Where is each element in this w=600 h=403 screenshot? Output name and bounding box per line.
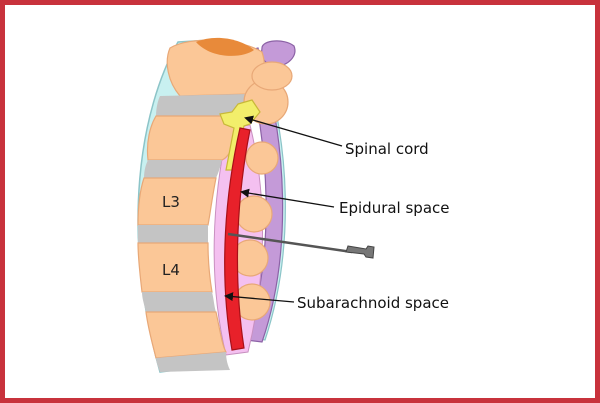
vertebra-l5 <box>145 311 227 359</box>
arrow-subarachnoid-space <box>224 292 295 303</box>
disc-1 <box>156 94 250 116</box>
orange-cap <box>196 37 254 56</box>
label-vertebra-l4: L4 <box>162 261 180 279</box>
disc-3 <box>138 225 208 243</box>
disc-4 <box>142 292 216 312</box>
label-subarachnoid-space: Subarachnoid space <box>297 294 449 312</box>
label-vertebra-l3: L3 <box>162 193 180 211</box>
arrow-spinal-cord <box>244 115 343 147</box>
disc-2 <box>144 160 222 178</box>
lamina-3 <box>235 195 273 233</box>
label-epidural-space: Epidural space <box>339 199 450 217</box>
arrow-epidural-space <box>240 188 335 208</box>
needle-shaft <box>227 232 353 254</box>
needle-hub <box>345 245 375 259</box>
disc-5 <box>156 352 230 372</box>
lamina-2 <box>245 141 279 175</box>
process-top <box>251 61 293 91</box>
label-spinal-cord: Spinal cord <box>345 140 429 158</box>
